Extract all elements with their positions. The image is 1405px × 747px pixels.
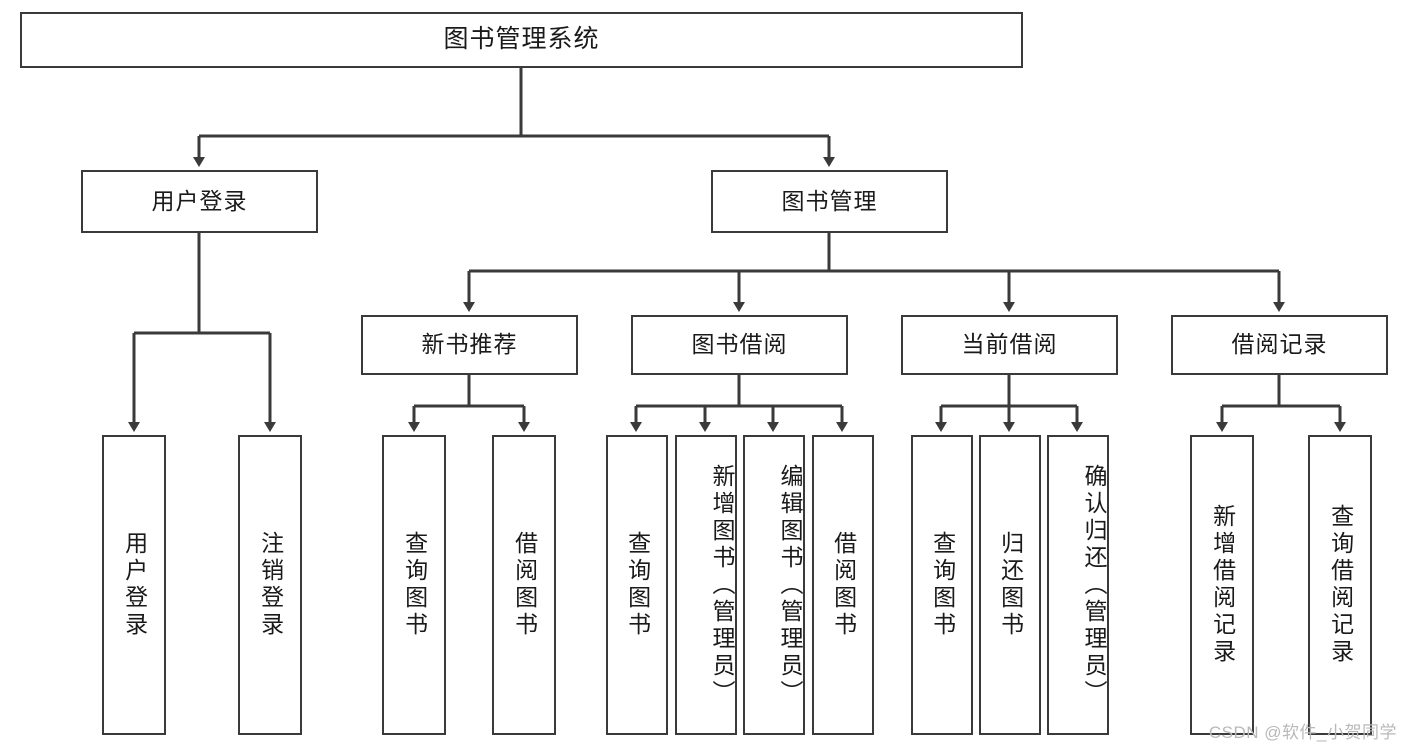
leaf-query-book-current[interactable]: 查询图书 <box>911 435 973 735</box>
node-label: 新增图书（管理员） <box>709 463 735 707</box>
leaf-query-book-recommend[interactable]: 查询图书 <box>382 435 446 735</box>
node-book-borrow[interactable]: 图书借阅 <box>631 315 848 375</box>
node-label: 借阅图书 <box>511 531 538 639</box>
leaf-add-book-admin[interactable]: 新增图书（管理员） <box>675 435 737 735</box>
node-label: 用户登录 <box>151 187 248 214</box>
node-label: 当前借阅 <box>961 331 1058 358</box>
node-label: 借阅记录 <box>1231 331 1328 358</box>
node-label: 借阅图书 <box>830 531 857 639</box>
leaf-borrow-book[interactable]: 借阅图书 <box>812 435 874 735</box>
leaf-query-book-borrow[interactable]: 查询图书 <box>606 435 668 735</box>
leaf-return-book[interactable]: 归还图书 <box>979 435 1041 735</box>
node-label: 确认归还（管理员） <box>1081 463 1107 707</box>
node-label: 查询图书 <box>401 531 428 639</box>
node-current-borrow[interactable]: 当前借阅 <box>901 315 1118 375</box>
node-book-management[interactable]: 图书管理 <box>711 170 948 233</box>
leaf-query-borrow-record[interactable]: 查询借阅记录 <box>1308 435 1372 735</box>
node-label: 图书借阅 <box>691 331 788 358</box>
node-user-login[interactable]: 用户登录 <box>81 170 318 233</box>
node-label: 查询图书 <box>929 531 956 639</box>
node-root-system[interactable]: 图书管理系统 <box>20 12 1023 68</box>
node-label: 新书推荐 <box>421 331 518 358</box>
node-label: 图书管理 <box>781 187 878 214</box>
leaf-borrow-book-recommend[interactable]: 借阅图书 <box>492 435 556 735</box>
leaf-logout[interactable]: 注销登录 <box>238 435 302 735</box>
node-label: 查询图书 <box>624 531 651 639</box>
node-label: 编辑图书（管理员） <box>777 463 803 707</box>
node-borrow-record[interactable]: 借阅记录 <box>1171 315 1388 375</box>
node-label: 归还图书 <box>997 531 1024 639</box>
node-new-book-recommend[interactable]: 新书推荐 <box>361 315 578 375</box>
leaf-edit-book-admin[interactable]: 编辑图书（管理员） <box>743 435 805 735</box>
leaf-confirm-return-admin[interactable]: 确认归还（管理员） <box>1047 435 1109 735</box>
watermark-text: CSDN @软件_小贺同学 <box>1208 723 1397 742</box>
node-label: 用户登录 <box>121 531 148 639</box>
node-label: 注销登录 <box>257 531 284 639</box>
leaf-user-login[interactable]: 用户登录 <box>102 435 166 735</box>
node-label: 图书管理系统 <box>443 25 600 54</box>
leaf-add-borrow-record[interactable]: 新增借阅记录 <box>1190 435 1254 735</box>
node-label: 新增借阅记录 <box>1209 504 1236 666</box>
node-label: 查询借阅记录 <box>1327 504 1354 666</box>
